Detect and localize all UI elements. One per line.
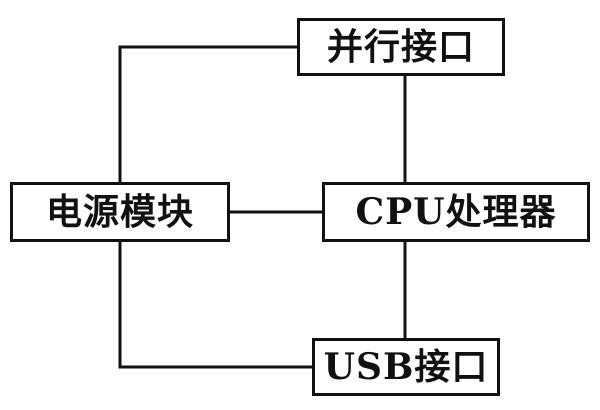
node-power-module: 电源模块 [10,182,230,242]
node-parallel-port: 并行接口 [297,18,505,76]
node-usb-port: USB接口 [312,338,500,396]
connector-power-to-usb [118,242,312,369]
connector-power-to-parallel [118,45,297,182]
node-cpu-processor: CPU处理器 [322,182,590,242]
